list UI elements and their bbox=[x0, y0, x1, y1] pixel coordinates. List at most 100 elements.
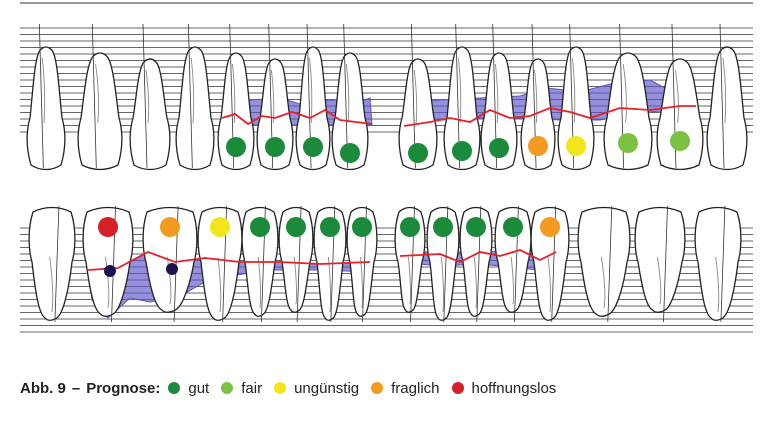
upper-tooth bbox=[480, 52, 518, 171]
lower-gum-line-right bbox=[399, 249, 557, 263]
legend-item-gut: gut bbox=[168, 380, 209, 397]
upper-root-canal bbox=[722, 57, 727, 124]
lower-tooth bbox=[426, 206, 460, 321]
upper-root-canal bbox=[413, 69, 418, 124]
upper-root-canal bbox=[622, 63, 627, 124]
lower-tooth bbox=[530, 206, 570, 321]
lower-tooth bbox=[28, 206, 76, 321]
upper-axis-line bbox=[38, 23, 44, 169]
lower-root-canal bbox=[547, 256, 552, 313]
lower-root-canal bbox=[600, 256, 606, 309]
legend-dot-unguenstig bbox=[274, 382, 287, 394]
upper-root-canal bbox=[674, 69, 679, 124]
lower-tooth bbox=[82, 206, 134, 317]
lower-tooth bbox=[694, 206, 742, 321]
caption-title: Prognose bbox=[86, 379, 156, 397]
lower-prognosis-dot bbox=[540, 217, 560, 237]
upper-prognosis-dot bbox=[265, 137, 285, 157]
legend-item-fraglich: fraglich bbox=[371, 379, 440, 397]
lower-tooth bbox=[394, 206, 426, 313]
lower-prognosis-dot bbox=[466, 217, 486, 237]
legend-label-fraglich: fraglich bbox=[391, 379, 440, 397]
legend-dot-fair bbox=[221, 382, 234, 394]
lower-axis-line bbox=[607, 205, 613, 323]
lower-root-canal bbox=[715, 256, 720, 313]
upper-prognosis-dot bbox=[489, 138, 509, 158]
legend-item-unguenstig: ungünstig bbox=[274, 380, 359, 397]
upper-root-canal bbox=[534, 69, 538, 124]
lower-prognosis-dot bbox=[160, 217, 180, 237]
upper-root-canal bbox=[571, 57, 576, 124]
legend-dot-gut bbox=[168, 382, 181, 394]
upper-tooth bbox=[603, 52, 653, 171]
lower-root-canal bbox=[657, 256, 662, 305]
upper-tooth bbox=[175, 46, 215, 171]
legend-item-fair: fair bbox=[221, 380, 262, 397]
legend-dot-hoffnungslos bbox=[451, 382, 464, 394]
upper-axis-line bbox=[142, 23, 148, 169]
upper-tooth bbox=[656, 58, 704, 171]
upper-root-canal bbox=[345, 63, 350, 124]
upper-gum-line-left bbox=[221, 108, 373, 126]
upper-prognosis-dot bbox=[226, 137, 246, 157]
periodontal-chart bbox=[20, 2, 753, 333]
upper-tooth bbox=[129, 58, 171, 171]
caption-figure: Abb. 9 bbox=[20, 379, 66, 397]
upper-root-canal bbox=[190, 57, 195, 124]
lower-gum-line-left bbox=[87, 251, 371, 271]
lower-prognosis-dot bbox=[320, 217, 340, 237]
lower-tooth bbox=[494, 206, 532, 313]
lower-tooth bbox=[459, 206, 493, 317]
lower-root-canal bbox=[217, 256, 222, 313]
lower-root-canal bbox=[473, 256, 477, 309]
legend-label-unguenstig: ungünstig bbox=[294, 379, 360, 397]
lower-axis-line bbox=[720, 205, 726, 323]
legend-item-hoffnungslos: hoffnungslos bbox=[451, 379, 557, 397]
lower-root-canal bbox=[49, 256, 54, 313]
prognosis-markers bbox=[98, 131, 690, 277]
upper-jaw-teeth bbox=[26, 23, 748, 171]
lower-root-canal bbox=[440, 256, 444, 313]
lower-root-canal bbox=[327, 256, 331, 313]
upper-tooth bbox=[295, 46, 331, 171]
upper-prognosis-dot bbox=[408, 143, 428, 163]
caption-dash: – bbox=[71, 379, 81, 397]
upper-tooth bbox=[77, 52, 123, 171]
lower-prognosis-dot bbox=[433, 217, 453, 237]
upper-root-canal bbox=[145, 69, 150, 124]
lower-prognosis-dot bbox=[352, 217, 372, 237]
upper-tooth bbox=[557, 46, 595, 171]
upper-tooth bbox=[26, 46, 66, 171]
upper-prognosis-dot bbox=[340, 143, 360, 163]
lower-axis-line bbox=[663, 205, 668, 323]
furcation-marker bbox=[104, 265, 116, 277]
upper-root-canal bbox=[95, 63, 99, 124]
upper-root-canal bbox=[41, 57, 46, 124]
lower-prognosis-dot bbox=[503, 217, 523, 237]
lower-tooth bbox=[634, 206, 686, 313]
upper-root-canal bbox=[270, 69, 275, 124]
upper-prognosis-dot bbox=[452, 141, 472, 161]
upper-axis-line bbox=[719, 23, 725, 169]
lower-root-canal bbox=[510, 256, 515, 305]
upper-tooth bbox=[331, 52, 369, 171]
lower-root-canal bbox=[408, 256, 411, 305]
legend-dot-fraglich bbox=[371, 382, 384, 394]
upper-gum-line-right bbox=[403, 105, 696, 127]
gum-lines bbox=[87, 105, 696, 271]
upper-prognosis-dot bbox=[528, 136, 548, 156]
upper-prognosis-dot bbox=[566, 136, 586, 156]
upper-axis-line bbox=[91, 23, 97, 169]
caption-separator: : bbox=[155, 379, 161, 397]
legend-label-hoffnungslos: hoffnungslos bbox=[471, 379, 557, 397]
lower-tooth bbox=[577, 206, 631, 317]
upper-prognosis-dot bbox=[670, 131, 690, 151]
upper-root-canal bbox=[457, 57, 462, 124]
upper-axis-line bbox=[187, 23, 193, 169]
legend-label-fair: fair bbox=[241, 379, 263, 397]
figure-caption: Abb. 9 – Prognose : gut fair ungünstig f… bbox=[20, 376, 568, 400]
upper-prognosis-dot bbox=[618, 133, 638, 153]
lower-prognosis-dot bbox=[210, 217, 230, 237]
upper-tooth bbox=[398, 58, 438, 171]
upper-root-canal bbox=[494, 63, 499, 124]
